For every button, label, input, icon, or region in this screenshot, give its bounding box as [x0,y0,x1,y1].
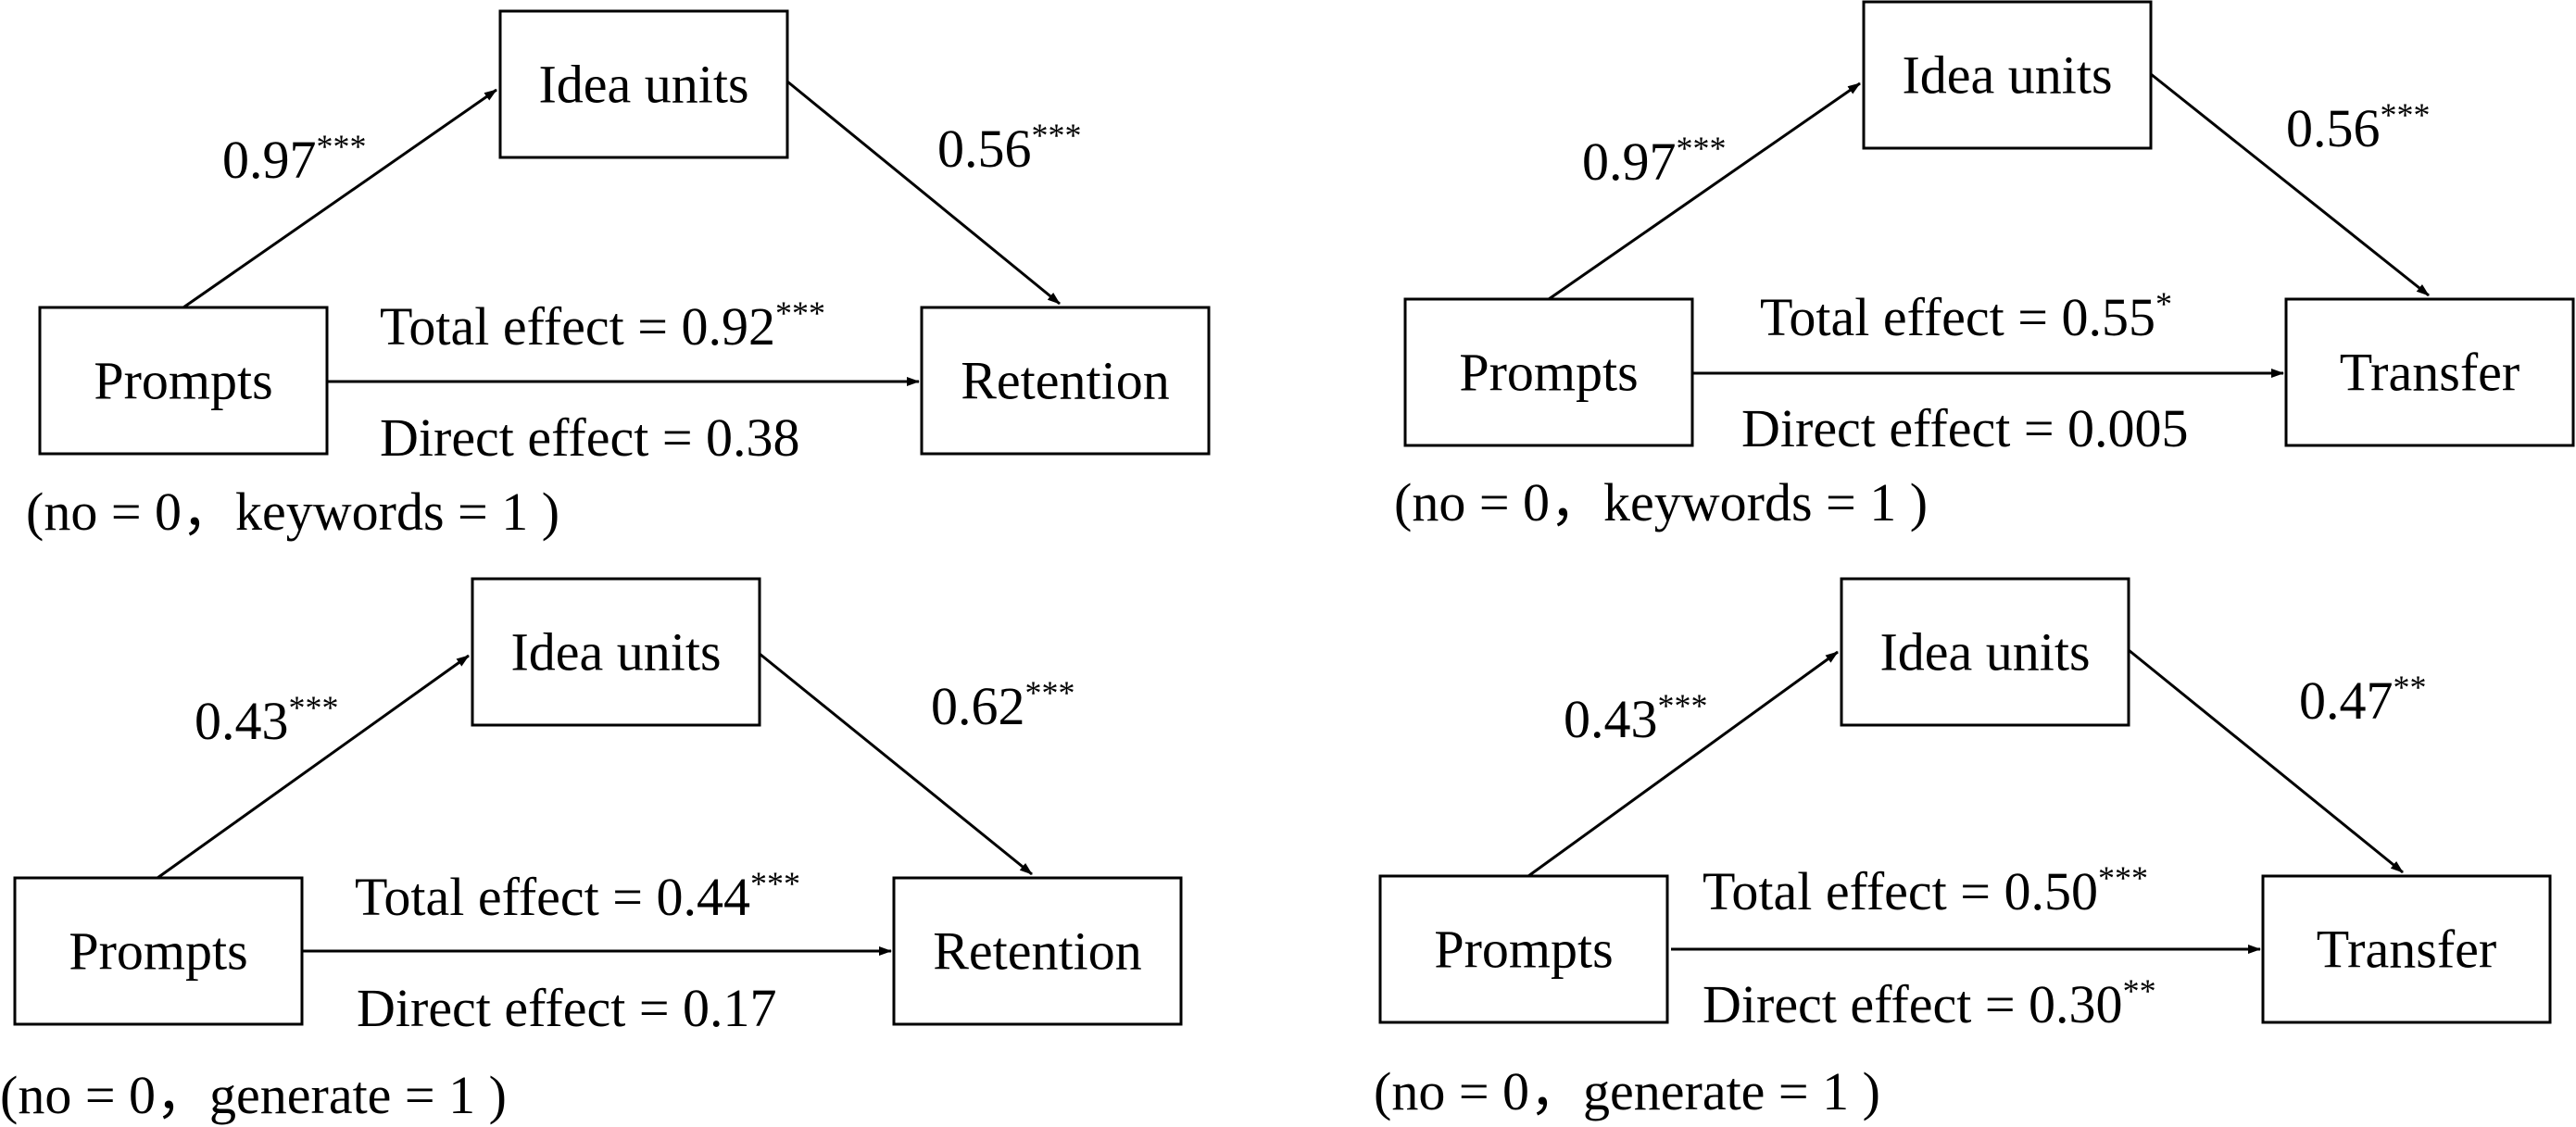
mediator-box: Idea units [498,9,789,159]
direct-effect-label-value: Direct effect = 0.005 [1741,398,2189,458]
prompts-box: Prompts [13,876,304,1026]
path-b-coefficient-significance: *** [1025,674,1075,711]
path-a-arrow [1527,650,1839,878]
outcome-box: Retention [920,306,1211,456]
prompts-box-label: Prompts [69,921,247,982]
prompts-box-rect [1403,297,1694,447]
total-effect-label: Total effect = 0.92*** [380,294,825,357]
outcome-box: Transfer [2261,874,2552,1024]
direct-effect-label: Direct effect = 0.005 [1741,398,2189,458]
path-a-arrow [157,654,470,880]
total-effect-label-significance: *** [750,865,800,902]
coding-note: (no = 0，keywords = 1 ) [26,482,559,542]
path-b-coefficient-significance: *** [2381,96,2431,133]
outcome-box: Transfer [2284,297,2575,447]
mediator-box: Idea units [471,577,761,727]
path-a-coefficient-value: 0.43 [195,691,289,751]
path-a-coefficient: 0.97*** [222,128,367,190]
path-a-coefficient-value: 0.97 [1582,131,1677,192]
path-a-arrow [182,88,497,309]
total-effect-label-significance: *** [2098,859,2148,896]
outcome-box: Retention [892,876,1183,1026]
path-b-coefficient-significance: ** [2394,669,2427,706]
direct-effect-label-value: Direct effect = 0.38 [380,407,800,468]
path-b-coefficient-significance: *** [1032,117,1082,154]
prompts-box: Prompts [38,306,329,456]
direct-effect-label: Direct effect = 0.30** [1703,972,2156,1034]
prompts-box-label: Prompts [1434,920,1613,980]
total-effect-label-significance: * [2155,285,2172,322]
total-effect-label-value: Total effect = 0.92 [380,296,775,357]
path-a-coefficient-value: 0.43 [1564,689,1658,749]
outcome-box-label: Transfer [2340,343,2519,403]
path-b-coefficient: 0.56*** [937,117,1082,179]
prompts-box-rect [13,876,304,1026]
total-effect-label: Total effect = 0.55* [1760,285,2172,347]
total-effect-label: Total effect = 0.50*** [1703,859,2148,921]
path-b-coefficient-value: 0.56 [2286,98,2381,158]
path-a-arrow [1548,81,1861,301]
outcome-box-rect [920,306,1211,456]
path-a-coefficient: 0.43*** [195,689,339,751]
outcome-box-rect [892,876,1183,1026]
outcome-box-label: Retention [961,351,1170,411]
prompts-box: Prompts [1378,874,1669,1024]
path-a-coefficient-value: 0.97 [222,130,317,190]
path-b-coefficient: 0.56*** [2286,96,2431,158]
path-b-arrow [759,652,1033,876]
path-a-coefficient-significance: *** [1677,130,1727,167]
mediator-box-rect [498,9,789,159]
mediator-box-label: Idea units [1902,45,2112,106]
path-a-coefficient-significance: *** [289,689,339,726]
total-effect-label-value: Total effect = 0.55 [1760,287,2155,347]
prompts-box-rect [1378,874,1669,1024]
path-b-coefficient-value: 0.56 [937,119,1032,179]
path-a-coefficient-significance: *** [317,128,367,165]
direct-effect-label-significance: ** [2123,972,2156,1009]
direct-effect-label: Direct effect = 0.38 [380,407,800,468]
total-effect-label-significance: *** [775,294,825,332]
prompts-box: Prompts [1403,297,1694,447]
total-effect-label: Total effect = 0.44*** [355,865,800,927]
total-effect-label-value: Total effect = 0.50 [1703,861,2098,921]
prompts-box-label: Prompts [94,351,272,411]
path-b-coefficient-value: 0.47 [2299,670,2394,731]
mediator-box-rect [1862,0,2153,150]
path-a-coefficient: 0.43*** [1564,687,1708,749]
path-b-coefficient: 0.62*** [931,674,1075,736]
outcome-box-label: Transfer [2317,920,2496,980]
mediator-box-label: Idea units [538,55,748,115]
path-b-arrow [2150,72,2430,297]
mediator-box: Idea units [1862,0,2153,150]
path-b-coefficient-value: 0.62 [931,676,1025,736]
path-b-coefficient: 0.47** [2299,669,2427,731]
coding-note: (no = 0，generate = 1 ) [1374,1061,1880,1121]
mediator-box: Idea units [1840,577,2130,727]
total-effect-label-value: Total effect = 0.44 [355,867,750,927]
path-b-arrow [2128,648,2404,874]
direct-effect-label-value: Direct effect = 0.30 [1703,974,2123,1034]
mediator-box-rect [471,577,761,727]
coding-note: (no = 0，keywords = 1 ) [1394,472,1928,532]
path-b-arrow [786,80,1061,306]
prompts-box-rect [38,306,329,456]
path-a-coefficient-significance: *** [1658,687,1708,724]
direct-effect-label: Direct effect = 0.17 [357,978,777,1038]
direct-effect-label-value: Direct effect = 0.17 [357,978,777,1038]
outcome-box-rect [2261,874,2552,1024]
outcome-box-label: Retention [933,921,1142,982]
coding-note: (no = 0，generate = 1 ) [0,1065,507,1125]
mediator-box-label: Idea units [510,622,721,682]
prompts-box-label: Prompts [1459,343,1638,403]
mediator-box-rect [1840,577,2130,727]
path-a-coefficient: 0.97*** [1582,130,1727,192]
mediator-box-label: Idea units [1879,622,2090,682]
outcome-box-rect [2284,297,2575,447]
